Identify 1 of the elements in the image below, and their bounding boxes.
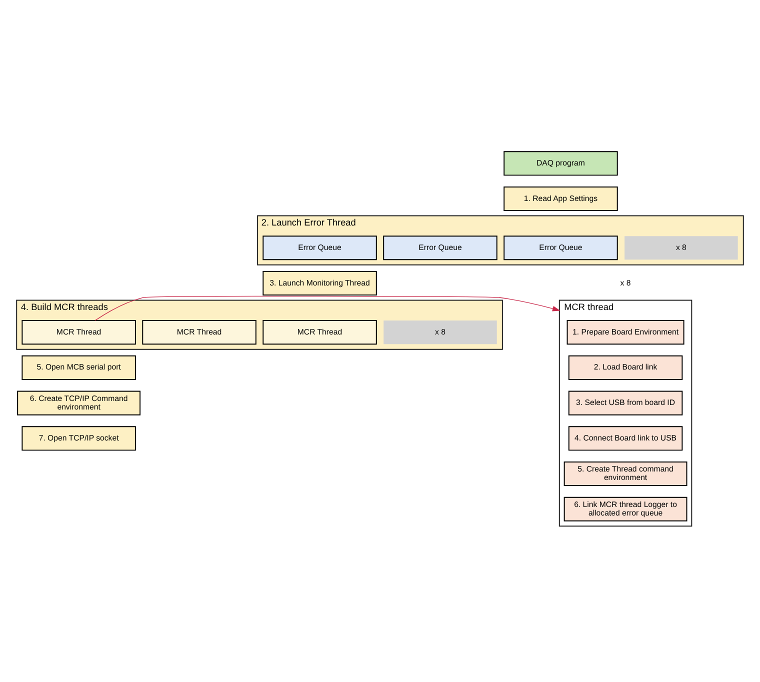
arrow bbox=[94, 295, 560, 320]
